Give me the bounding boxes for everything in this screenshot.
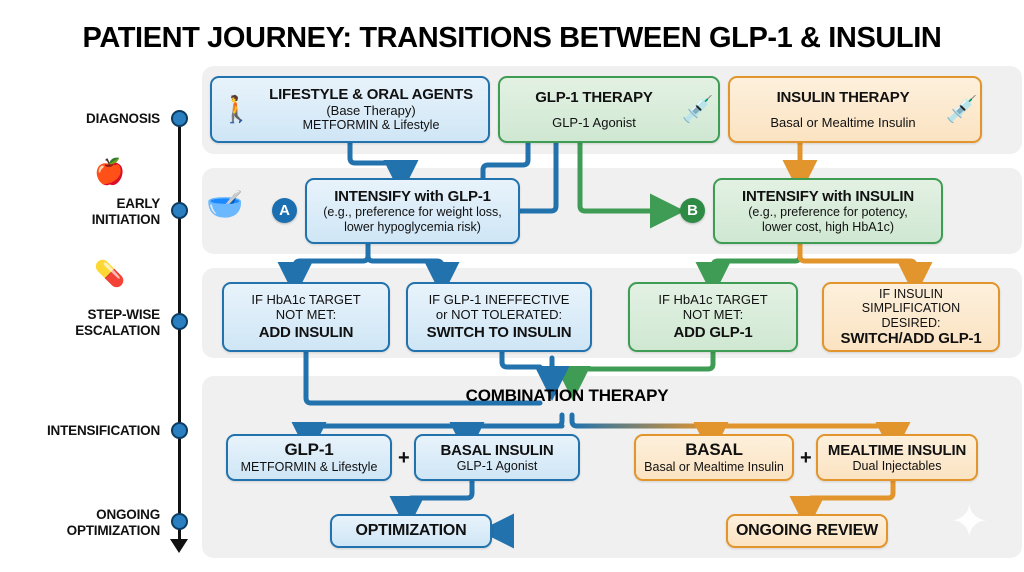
blue-injection-pen-icon: 💉 <box>681 94 714 124</box>
healthy-food-basket-icon: 🥣 <box>206 188 244 221</box>
walking-person-icon: 🚶 <box>220 94 253 124</box>
timeline-arrowhead <box>170 539 188 553</box>
node-switch-add-glp1-line3: DESIRED: <box>881 315 941 330</box>
timeline-dot-early <box>171 202 188 219</box>
node-add-glp1-bold: ADD GLP-1 <box>673 324 753 342</box>
node-glp1-title: GLP-1 THERAPY <box>535 89 653 107</box>
timeline-dot-intensification <box>171 422 188 439</box>
timeline-label-intensification: INTENSIFICATION <box>47 423 160 438</box>
node-lifestyle-sub2: METFORMIN & Lifestyle <box>302 118 440 133</box>
node-add-glp1-line1: IF HbA1c TARGET <box>658 292 768 308</box>
node-ongoing-review-title: ONGOING REVIEW <box>735 521 879 539</box>
timeline-dot-stepwise <box>171 313 188 330</box>
node-lifestyle-title: LIFESTYLE & ORAL AGENTS <box>269 86 473 104</box>
node-combo-basal-insulin-sub1: GLP-1 Agonist <box>456 458 538 473</box>
node-combo-basal-insulin[interactable]: BASAL INSULIN GLP-1 Agonist <box>414 434 580 481</box>
node-intensify-glp1-sub2: lower hypoglycemia risk) <box>344 219 481 234</box>
node-combo-basal-insulin-title: BASAL INSULIN <box>440 441 554 459</box>
timeline-label-early: EARLY INITIATION <box>0 196 160 227</box>
node-insulin-therapy[interactable]: 💉 INSULIN THERAPY Basal or Mealtime Insu… <box>728 76 982 143</box>
timeline-dot-ongoing <box>171 513 188 530</box>
node-combo-glp1-title: GLP-1 <box>284 440 334 460</box>
node-optimization[interactable]: OPTIMIZATION <box>330 514 492 548</box>
badge-b: B <box>680 198 705 223</box>
node-intensify-insulin-sub2: lower cost, high HbA1c) <box>761 219 894 234</box>
timeline-dot-diagnosis <box>171 110 188 127</box>
node-add-glp1[interactable]: IF HbA1c TARGET NOT MET: ADD GLP-1 <box>628 282 798 352</box>
timeline-label-early-line1: EARLY <box>116 196 160 211</box>
timeline-label-ongoing-line2: OPTIMIZATION <box>66 522 161 538</box>
timeline-label-stepwise: STEP-WISE ESCALATION <box>0 307 160 338</box>
node-intensify-glp1-sub1: (e.g., preference for weight loss, <box>323 205 502 220</box>
pills-icon: 💊 <box>94 260 126 288</box>
node-switch-insulin-line1: IF GLP-1 INEFFECTIVE <box>428 292 570 308</box>
node-add-insulin-line1: IF HbA1c TARGET <box>251 292 361 308</box>
node-switch-add-glp1-line2: SIMPLIFICATION <box>861 301 961 316</box>
timeline-label-diagnosis: DIAGNOSIS <box>86 111 160 126</box>
page-title: PATIENT JOURNEY: TRANSITIONS BETWEEN GLP… <box>82 22 942 54</box>
node-combo-mealtime-sub1: Dual Injectables <box>852 458 942 473</box>
node-insulin-title: INSULIN THERAPY <box>776 89 910 107</box>
node-insulin-sub1: Basal or Mealtime Insulin <box>770 114 916 130</box>
node-switch-insulin-bold: SWITCH TO INSULIN <box>426 324 572 342</box>
node-switch-add-glp1-line1: IF INSULIN <box>879 286 943 301</box>
node-switch-add-glp1[interactable]: IF INSULIN SIMPLIFICATION DESIRED: SWITC… <box>822 282 1000 352</box>
node-combo-glp1[interactable]: GLP-1 METFORMIN & Lifestyle <box>226 434 392 481</box>
node-combo-mealtime-title: MEALTIME INSULIN <box>827 441 967 459</box>
node-add-insulin[interactable]: IF HbA1c TARGET NOT MET: ADD INSULIN <box>222 282 390 352</box>
timeline-label-early-line2: INITIATION <box>91 211 160 227</box>
node-optimization-title: OPTIMIZATION <box>355 521 467 539</box>
node-lifestyle-oral-agents[interactable]: 🚶 LIFESTYLE & ORAL AGENTS (Base Therapy)… <box>210 76 490 143</box>
node-intensify-insulin-title: INTENSIFY with INSULIN <box>742 187 914 205</box>
node-switch-add-glp1-bold: SWITCH/ADD GLP-1 <box>840 330 982 348</box>
node-combo-basal-title: BASAL <box>685 440 743 460</box>
timeline-label-stepwise-line1: STEP-WISE <box>87 307 161 322</box>
node-glp1-sub1: GLP-1 Agonist <box>552 114 636 130</box>
combination-therapy-heading: COMBINATION THERAPY <box>465 386 669 405</box>
orange-injection-pen-icon: 💉 <box>945 94 978 124</box>
plus-left: + <box>398 447 410 469</box>
node-combo-glp1-sub1: METFORMIN & Lifestyle <box>240 460 378 475</box>
node-intensify-insulin-sub1: (e.g., preference for potency, <box>748 205 908 220</box>
node-intensify-glp1-title: INTENSIFY with GLP-1 <box>334 187 491 205</box>
node-switch-insulin-line2: or NOT TOLERATED: <box>435 307 563 323</box>
node-glp1-therapy[interactable]: 💉 GLP-1 THERAPY GLP-1 Agonist <box>498 76 720 143</box>
node-combo-basal[interactable]: BASAL Basal or Mealtime Insulin <box>634 434 794 481</box>
node-add-insulin-bold: ADD INSULIN <box>258 324 354 342</box>
plus-right: + <box>800 447 812 469</box>
timeline-label-stepwise-line2: ESCALATION <box>75 322 160 338</box>
node-combo-mealtime-insulin[interactable]: MEALTIME INSULIN Dual Injectables <box>816 434 978 481</box>
fruit-icon: 🍎 <box>94 158 126 186</box>
timeline-label-ongoing: ONGOING OPTIMIZATION <box>0 507 161 538</box>
node-lifestyle-sub1: (Base Therapy) <box>326 103 416 119</box>
node-intensify-with-glp1[interactable]: INTENSIFY with GLP-1 (e.g., preference f… <box>305 178 520 244</box>
node-add-glp1-line2: NOT MET: <box>682 307 744 323</box>
badge-a: A <box>272 198 297 223</box>
node-ongoing-review[interactable]: ONGOING REVIEW <box>726 514 888 548</box>
node-add-insulin-line2: NOT MET: <box>275 307 337 323</box>
sparkle-decoration: ✦ <box>950 495 989 547</box>
timeline-label-ongoing-line1: ONGOING <box>96 507 160 522</box>
node-switch-to-insulin[interactable]: IF GLP-1 INEFFECTIVE or NOT TOLERATED: S… <box>406 282 592 352</box>
node-intensify-with-insulin[interactable]: INTENSIFY with INSULIN (e.g., preference… <box>713 178 943 244</box>
node-combo-basal-sub1: Basal or Mealtime Insulin <box>644 460 784 475</box>
